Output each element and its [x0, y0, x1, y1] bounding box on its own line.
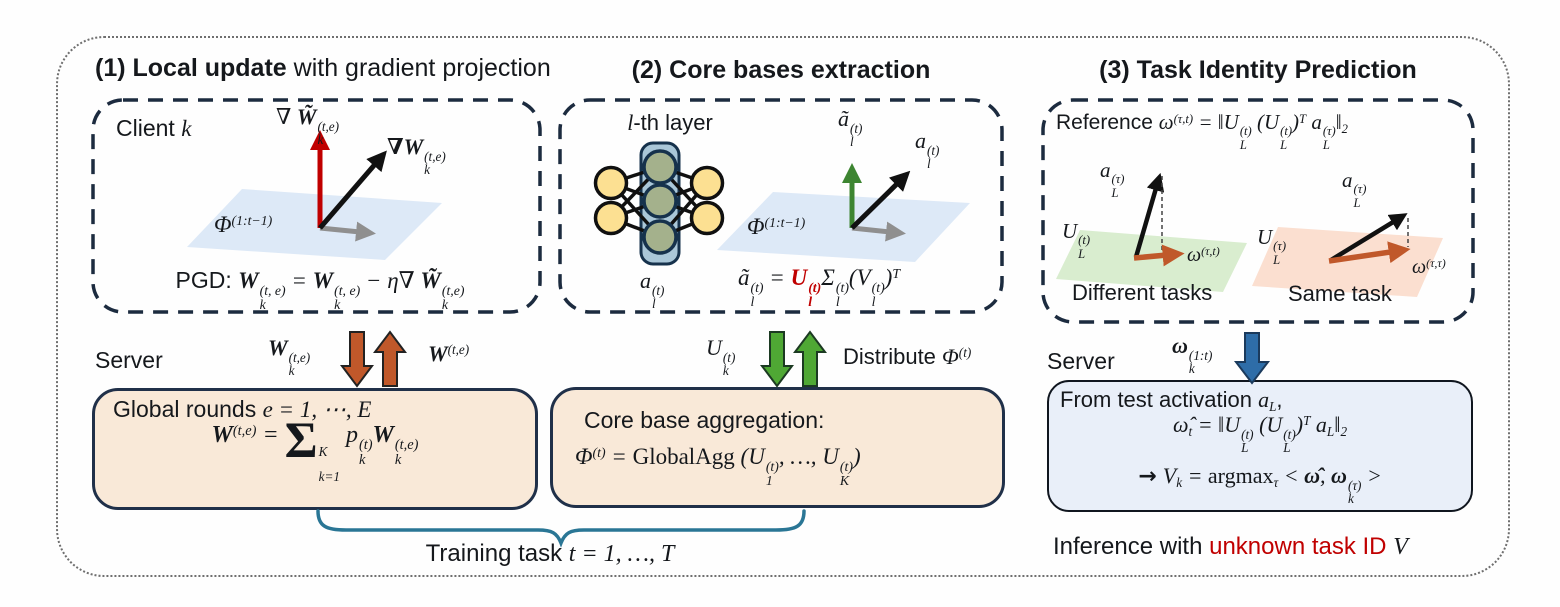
bases-exchange-arrows: [760, 330, 827, 388]
omega-send-arrow: [1233, 332, 1271, 385]
activation-label-different: a(τ)L: [1100, 158, 1125, 200]
basis-arrow-2: [851, 221, 906, 242]
layer-activation-label: a(t)l: [640, 268, 665, 312]
pgd-formula: PGD: W(t, e)k = W(t, e)k − η∇ W̃(t,e)k: [175, 267, 465, 313]
omega-hat-formula: ω̂t = ‖U(t)L (U(t)L)T aL‖2: [1172, 412, 1348, 456]
weight-exchange-arrows: [340, 330, 407, 388]
different-task-plane: [1056, 230, 1247, 292]
inference-caption-black: Inference with: [1053, 533, 1210, 560]
omega-label-different: ω(τ,t): [1187, 244, 1220, 266]
layer-label: l-th layer: [627, 110, 713, 135]
training-task-brace: [316, 509, 806, 548]
omega-send-label: ω(1:t)k: [1172, 333, 1213, 377]
projected-activation-label: ã(t)l: [838, 106, 863, 150]
training-task-caption: Training task t = 1, …, T: [425, 540, 675, 567]
subspace-plane-1: [187, 189, 442, 260]
reference-arrow-same: [1328, 241, 1411, 264]
activation-label-same: a(τ)L: [1342, 168, 1367, 210]
panel1-title-bold: (1) Local update: [95, 54, 287, 82]
weights-download-arrow: [373, 330, 407, 387]
outer-dotted-border: [56, 36, 1510, 577]
weights-download-label: W(t,e): [428, 341, 470, 366]
activation-label: a(t)l: [915, 128, 940, 172]
globalagg-formula: Φ(t) = GlobalAgg (U(t)1, …, U(t)K): [575, 444, 861, 489]
same-task-caption: Same task: [1288, 281, 1392, 306]
core-base-aggregation-box: [550, 387, 1005, 508]
test-activation-line: From test activation aL,: [1060, 387, 1283, 414]
different-tasks-caption: Different tasks: [1072, 280, 1213, 305]
panel2-dashed-box: [558, 98, 1004, 314]
core-base-aggregation-line: Core base aggregation:: [584, 407, 825, 433]
client-label: Client k: [116, 115, 192, 141]
task-inference-box: [1047, 380, 1473, 512]
global-rounds-line: Global rounds e = 1, ⋯, E: [113, 396, 372, 422]
weights-upload-arrow: [340, 331, 374, 388]
server-label-right: Server: [1047, 348, 1115, 374]
subspace-label-2: Φ(1:t−1): [747, 214, 806, 239]
basis-arrow-1: [319, 221, 376, 242]
subspace-label-1: Φ(1:t−1): [214, 212, 273, 237]
bases-distribute-arrow: [793, 330, 827, 387]
reference-arrow-different: [1133, 244, 1185, 267]
gradient-label: ∇W(t,e)k: [387, 134, 446, 178]
weights-upload-label: W(t,e)k: [268, 335, 311, 379]
gradient-arrow: [318, 150, 387, 230]
bases-distribute-label: Distribute Φ(t): [843, 344, 972, 369]
activation-arrow-same: [1329, 213, 1408, 262]
neural-network-icon: [593, 141, 725, 266]
activation-arrow: [850, 170, 911, 230]
omega-label-same: ω(τ,τ): [1412, 256, 1446, 278]
unknown-task-id-symbol: V: [1393, 534, 1408, 560]
panel1-title-rest: with gradient projection: [286, 54, 551, 82]
reference-formula: Reference ω(τ,t) = ‖U(t)L (U(t)L)T a(τ)L…: [1056, 110, 1348, 152]
bases-upload-label: U(t)k: [706, 335, 736, 379]
subspace-plane-2: [717, 192, 970, 262]
bases-label-same: U(τ)L: [1257, 225, 1287, 267]
activation-arrow-different: [1133, 172, 1165, 258]
panel3-dashed-box: [1041, 98, 1475, 324]
projected-gradient-label: ∇ W̃(t,e)k: [276, 104, 340, 148]
panel1-title: (1) Local update with gradient projectio…: [95, 53, 551, 84]
inference-caption-red: unknown task ID: [1209, 533, 1394, 560]
panel1-dashed-box: [91, 98, 542, 314]
bases-label-different: U(t)L: [1062, 219, 1091, 261]
argmax-formula: → Vk = argmaxτ < ω̂, ω(τ)k >: [1138, 463, 1382, 507]
panel3-title: (3) Task Identity Prediction: [1099, 56, 1417, 84]
inference-caption: Inference with unknown task ID V: [1053, 532, 1408, 562]
panel2-title: (2) Core bases extraction: [631, 56, 931, 84]
global-rounds-box: [92, 388, 538, 510]
bases-upload-arrow: [760, 331, 794, 388]
server-label-left: Server: [95, 347, 163, 373]
